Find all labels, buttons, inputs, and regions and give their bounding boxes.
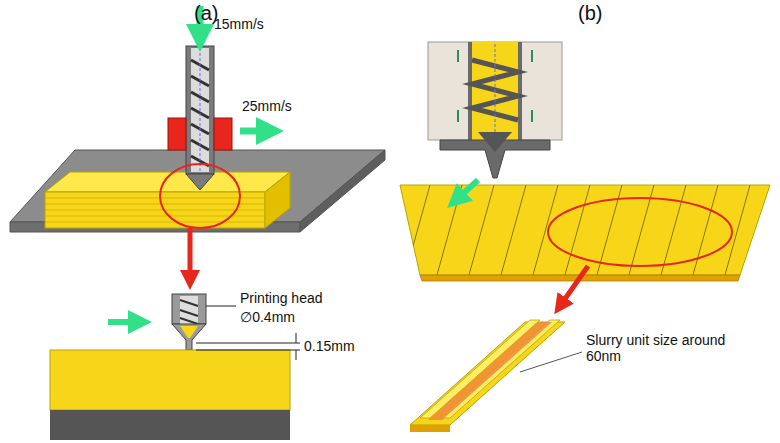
speed-label: 15mm/s <box>214 16 264 32</box>
speed-label: 25mm/s <box>242 98 292 114</box>
zoom-circle-b <box>548 198 732 266</box>
bead-detail <box>410 320 565 432</box>
plate-detail <box>50 410 290 440</box>
travel-arrow-detail <box>108 319 140 325</box>
dimension-label: 0.15mm <box>304 338 355 354</box>
extruder-cutaway <box>428 42 562 178</box>
note-label: Slurry unit size around 60nm <box>586 332 736 364</box>
dimension-lines <box>196 306 300 360</box>
leader-line <box>520 352 582 372</box>
zoom-arrow <box>188 228 193 280</box>
layer-detail <box>50 350 290 410</box>
nozzle-detail <box>172 294 206 350</box>
travel-arrow <box>240 128 270 135</box>
panel-letter: (b) <box>578 2 602 25</box>
zoom-circle <box>160 164 240 228</box>
dimension-label: ∅0.4mm <box>240 309 295 325</box>
printed-block <box>45 172 290 228</box>
zoom-arrow-b <box>560 266 588 306</box>
travel-arrow-b <box>456 180 478 200</box>
part-label: Printing head <box>240 290 323 306</box>
